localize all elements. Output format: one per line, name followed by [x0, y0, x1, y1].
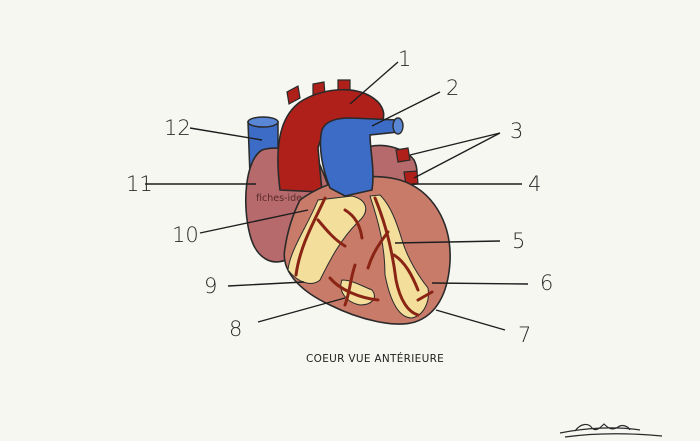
label-10: 10: [172, 223, 199, 247]
pulmonary-veins: [395, 147, 419, 186]
label-12: 12: [164, 116, 191, 140]
label-3: 3: [510, 119, 523, 143]
aortic-arch: [277, 79, 385, 193]
label-9: 9: [204, 274, 217, 298]
number-labels: 1 2 3 4 5 6 7 8 9 10 11 12: [126, 47, 553, 347]
coronary-vessels: [294, 196, 434, 317]
label-5: 5: [512, 229, 525, 253]
label-4: 4: [528, 172, 541, 196]
pulmonary-trunk: [319, 117, 404, 197]
leader-lines: [145, 61, 529, 331]
diagram-caption: COEUR VUE ANTÉRIEURE: [306, 352, 444, 365]
label-2: 2: [446, 76, 459, 100]
label-1: 1: [398, 47, 411, 71]
label-7: 7: [518, 323, 531, 347]
label-11: 11: [126, 172, 153, 196]
label-8: 8: [229, 317, 242, 341]
watermark-text: fiches-ide: [256, 193, 302, 204]
artist-signature: [559, 423, 663, 438]
label-6: 6: [540, 271, 553, 295]
